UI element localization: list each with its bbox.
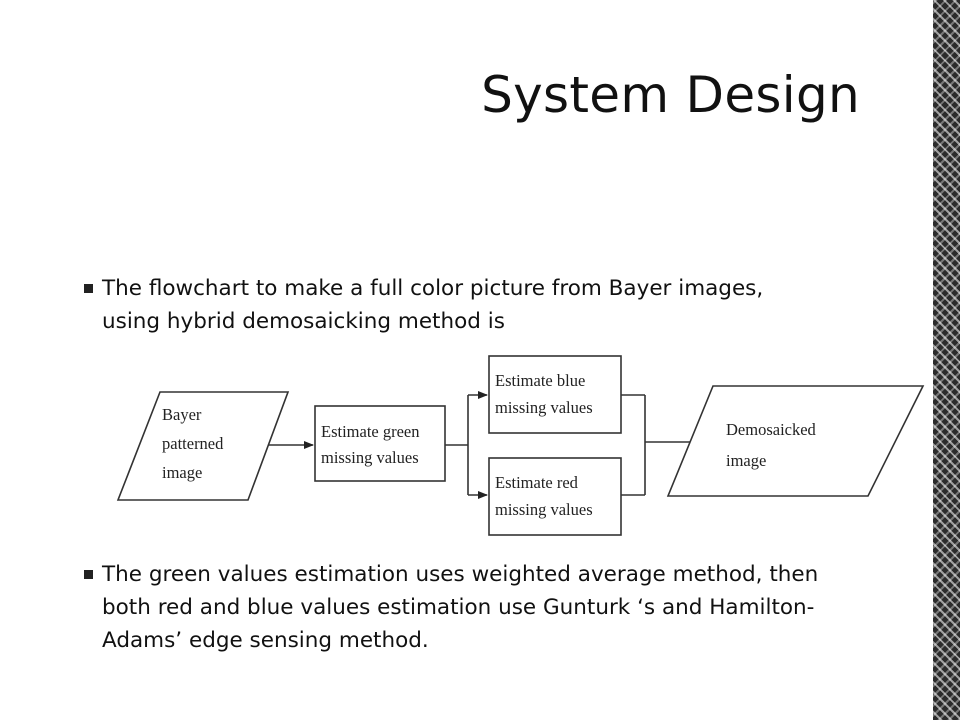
estimate-red-node: Estimate red missing values [488,457,622,536]
red-label-line-2: missing values [495,500,593,519]
estimate-blue-node: Estimate blue missing values [488,355,622,434]
output-label-line-2: image [726,451,766,470]
red-label-line-1: Estimate red [495,473,579,492]
square-bullet-icon [84,570,93,579]
input-bayer-image-node: Bayer patterned image [116,391,290,501]
blue-label-line-1: Estimate blue [495,371,585,390]
bullet-intro-text: The flowchart to make a full color pictu… [102,276,764,334]
input-label-line-2: patterned [162,434,224,453]
input-label-line-1: Bayer [162,405,202,424]
blue-label-line-2: missing values [495,398,593,417]
bullet-intro: The flowchart to make a full color pictu… [84,272,804,338]
square-bullet-icon [84,284,93,293]
bullet-method: The green values estimation uses weighte… [84,558,844,657]
green-label-line-1: Estimate green [321,422,420,441]
bullet-method-text: The green values estimation uses weighte… [102,562,819,653]
input-label-line-3: image [162,463,202,482]
demosaicking-flowchart: Bayer patterned image Estimate green mis… [116,355,925,536]
slide-title: System Design [481,66,860,124]
green-label-line-2: missing values [321,448,419,467]
decorative-side-strip [930,0,960,720]
output-label-line-1: Demosaicked [726,420,817,439]
output-demosaicked-node: Demosaicked image [666,385,925,497]
estimate-green-node: Estimate green missing values [314,405,446,482]
